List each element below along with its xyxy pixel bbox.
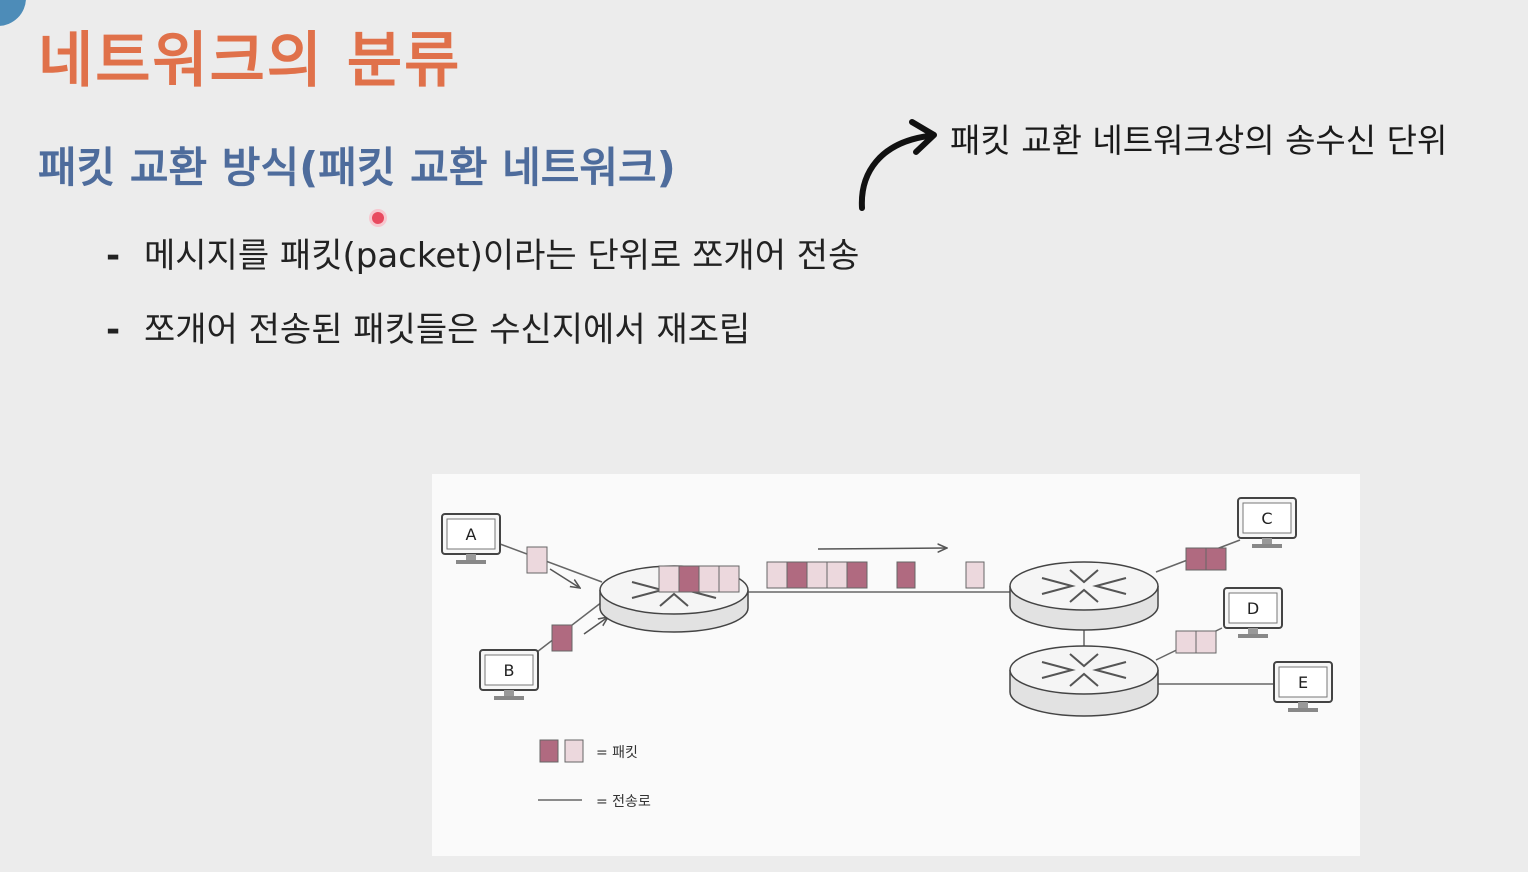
legend-packet-light xyxy=(564,739,584,763)
bullet-text: 메시지를 패킷(packet)이라는 단위로 쪼개어 전송 xyxy=(144,236,860,276)
packet xyxy=(786,561,808,589)
curved-arrow-icon xyxy=(858,119,937,211)
legend xyxy=(538,739,584,801)
packet xyxy=(678,565,700,593)
packet xyxy=(896,561,916,589)
bullet-dash: - xyxy=(106,310,121,350)
slide-subtitle: 패킷 교환 방식(패킷 교환 네트워크) xyxy=(38,143,676,192)
packet xyxy=(766,561,788,589)
packet xyxy=(826,561,848,589)
computer-icon: E xyxy=(1273,661,1333,712)
packet xyxy=(846,561,868,589)
packet xyxy=(718,565,740,593)
computer-icon: B xyxy=(479,649,539,700)
packet xyxy=(806,561,828,589)
packet xyxy=(965,561,985,589)
corner-decoration xyxy=(0,0,26,26)
laser-pointer-dot xyxy=(372,212,384,224)
packet xyxy=(551,624,573,652)
legend-packet-dark xyxy=(539,739,559,763)
router-icon xyxy=(1009,561,1159,631)
packets xyxy=(526,546,1227,654)
legend-link-label: = 전송로 xyxy=(596,794,651,810)
router-icon xyxy=(1009,645,1159,717)
packet xyxy=(1195,630,1217,654)
slide-title: 네트워크의 분류 xyxy=(38,26,462,96)
computer-icon: C xyxy=(1237,497,1297,548)
bullet-dash: - xyxy=(106,236,121,276)
annotation-text: 패킷 교환 네트워크상의 송수신 단위 xyxy=(950,121,1448,160)
host-label: E xyxy=(1298,673,1308,692)
packet-switching-diagram: A B C D xyxy=(432,474,1360,856)
host-label: C xyxy=(1261,509,1272,528)
packet xyxy=(698,565,720,593)
bullet-item: -메시지를 패킷(packet)이라는 단위로 쪼개어 전송 xyxy=(106,228,859,277)
computer-icon: A xyxy=(441,513,501,564)
legend-packet-label: = 패킷 xyxy=(596,745,638,761)
host-label: A xyxy=(466,525,477,544)
host-label: D xyxy=(1247,599,1259,618)
packet xyxy=(526,546,548,574)
direction-arrows xyxy=(549,548,947,635)
packet xyxy=(658,565,680,593)
bullet-text: 쪼개어 전송된 패킷들은 수신지에서 재조립 xyxy=(144,310,751,350)
bullet-item: -쪼개어 전송된 패킷들은 수신지에서 재조립 xyxy=(106,302,750,351)
host-label: B xyxy=(504,661,515,680)
packet xyxy=(1175,630,1197,654)
computer-icon: D xyxy=(1223,587,1283,638)
packet xyxy=(1185,547,1207,571)
packet xyxy=(1205,547,1227,571)
